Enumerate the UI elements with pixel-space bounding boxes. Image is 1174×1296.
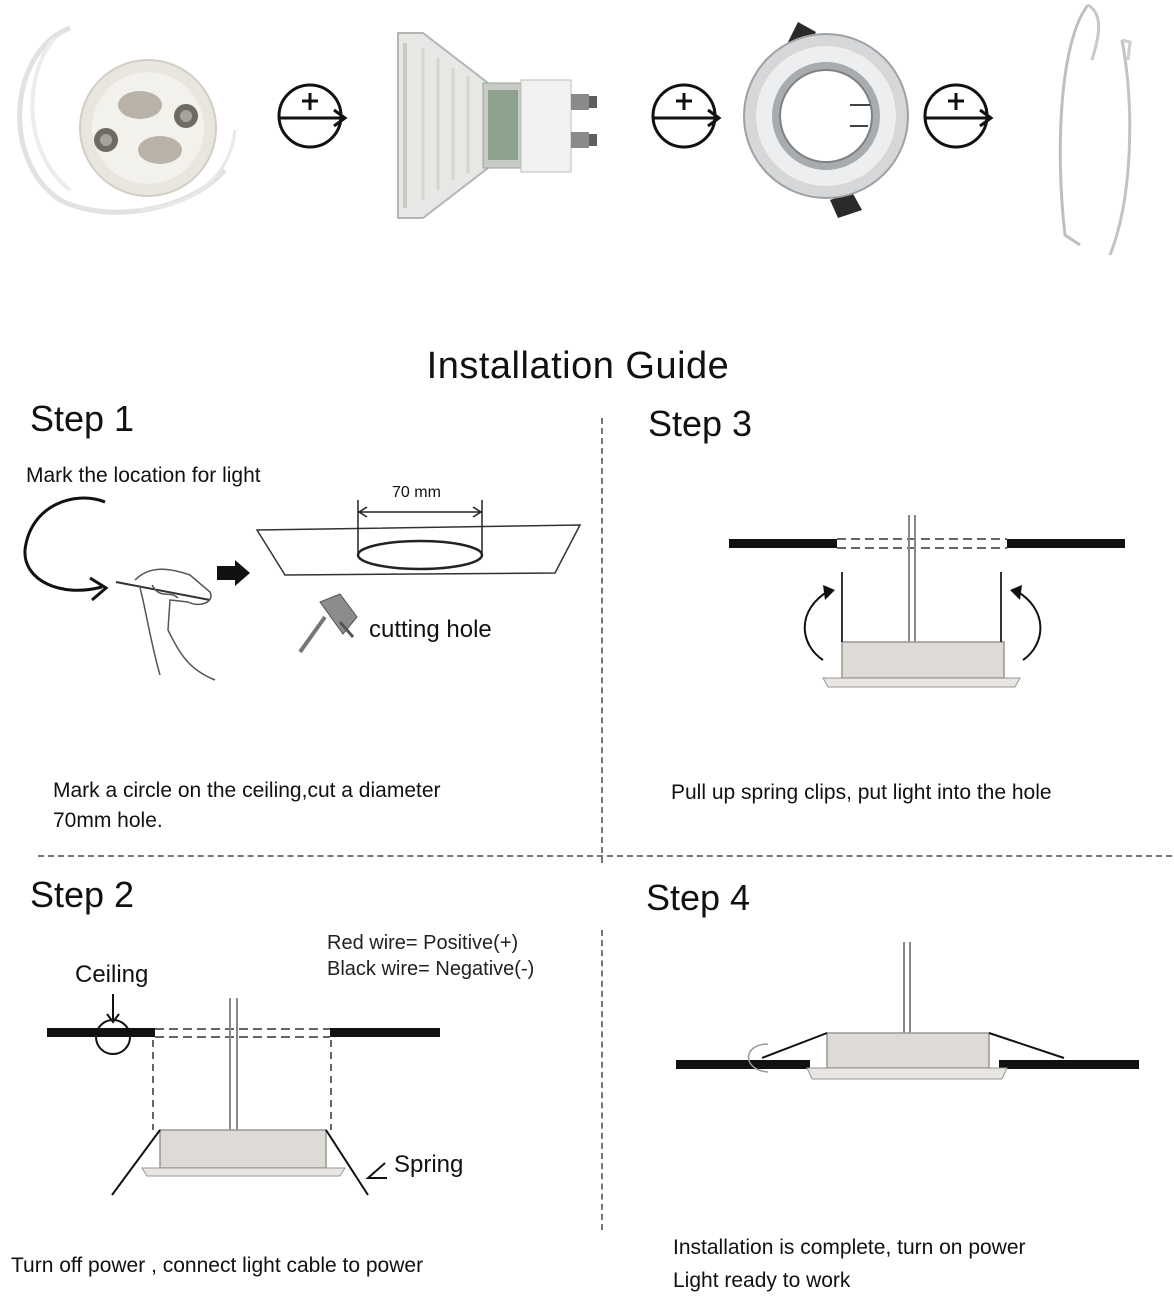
plus-arrow-icon [651,83,722,149]
step-1-caption-line-2: 70mm hole. [53,809,163,832]
divider-vertical-top [601,418,603,863]
step-1-subheading: Mark the location for light [26,464,261,487]
spring-clip-icon [1058,3,1132,256]
cutting-hole-label: cutting hole [369,616,492,643]
plus-arrow-icon [923,83,994,149]
step-2-heading: Step 2 [30,874,135,915]
plus-arrow-icon [277,83,348,149]
divider-horizontal [38,855,1172,857]
step-3-caption: Pull up spring clips, put light into the… [671,781,1052,804]
marking-hand-illustration [23,496,250,681]
ceiling-label: Ceiling [75,961,149,988]
wiring-diagram [47,994,440,1196]
gu10-bulb-icon [397,32,597,219]
step-4-heading: Step 4 [646,877,751,918]
step-4-caption-line-1: Installation is complete, turn on power [673,1236,1026,1259]
installed-light-diagram [676,942,1139,1080]
page-title: Installation Guide [426,345,730,387]
divider-vertical-bottom [601,930,603,1230]
step-1-caption-line-1: Mark a circle on the ceiling,cut a diame… [53,779,441,802]
spring-label: Spring [394,1151,464,1178]
dimension-label: 70 mm [392,484,441,501]
ceiling-hole-diagram [255,500,582,576]
black-wire-label: Black wire= Negative(-) [327,958,535,980]
step-3-heading: Step 3 [648,403,753,444]
spring-clip-insert-diagram [729,515,1125,688]
step-1-heading: Step 1 [30,398,135,439]
gu10-socket-icon [17,25,237,215]
cutting-tool-icon [298,593,358,654]
step-4-caption-line-2: Light ready to work [673,1269,851,1292]
step-2-caption: Turn off power , connect light cable to … [11,1254,424,1277]
downlight-fitting-icon [743,22,909,218]
red-wire-label: Red wire= Positive(+) [327,932,519,954]
